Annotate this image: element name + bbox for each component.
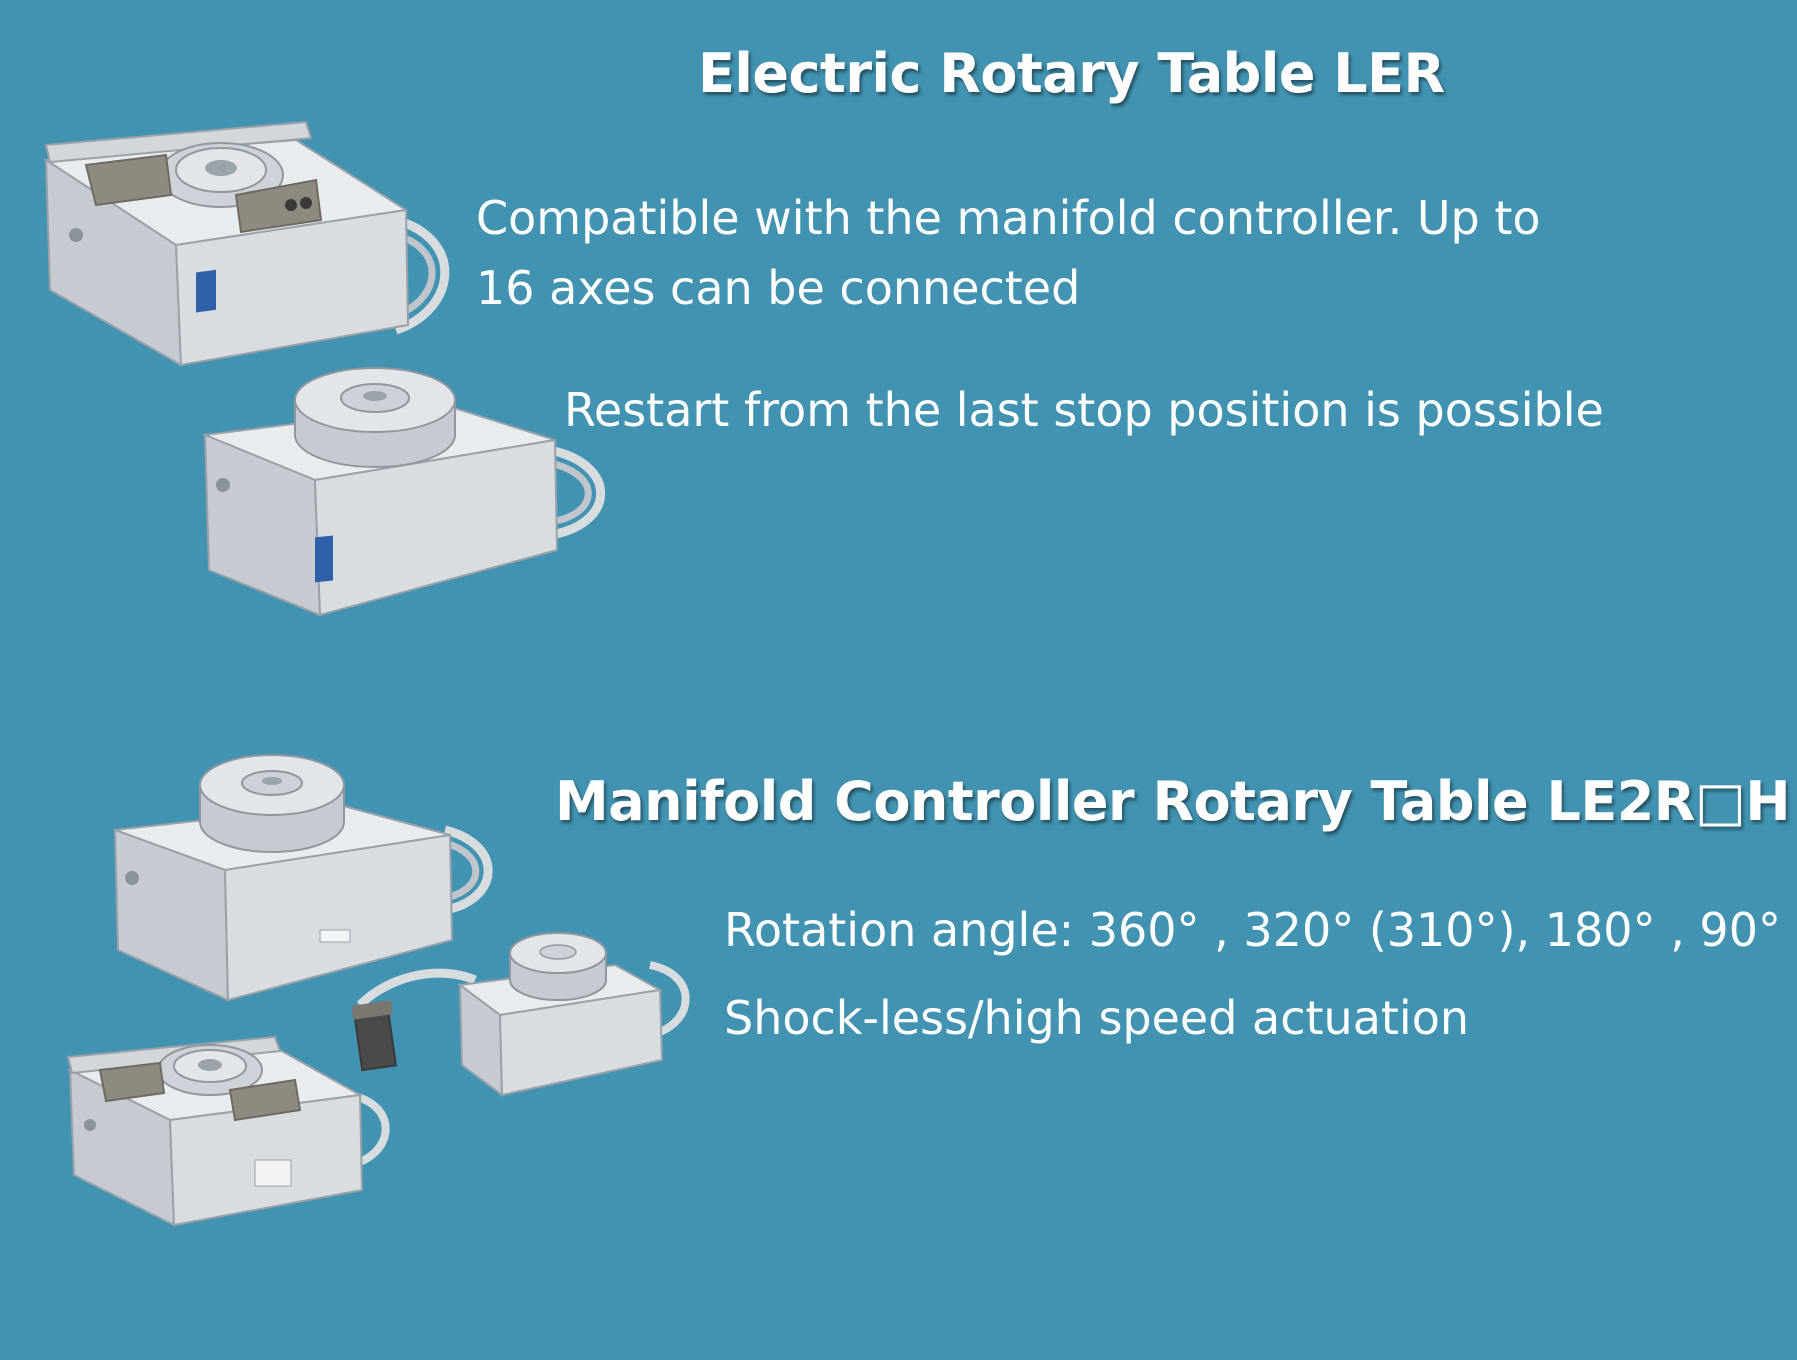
product-image-rotary-bottom <box>113 754 493 1002</box>
section-title-ler: Electric Rotary Table LER <box>698 42 1445 105</box>
feature-line-restart: Restart from the last stop position is p… <box>564 383 1604 437</box>
feature-line-axes: 16 axes can be connected <box>476 261 1081 315</box>
feature-line-rotation-angle: Rotation angle: 360° , 320° (310°), 180°… <box>724 903 1781 957</box>
feature-line-shockless: Shock-less/high speed actuation <box>724 991 1470 1045</box>
product-image-gripper-bottom <box>66 1035 390 1227</box>
product-image-small-rotary <box>351 932 690 1098</box>
feature-line-manifold-compat: Compatible with the manifold controller.… <box>476 191 1541 245</box>
section-title-le2r: Manifold Controller Rotary Table LE2R□H <box>555 770 1791 833</box>
product-image-rotary-top <box>201 367 606 617</box>
product-image-gripper-top <box>43 120 450 367</box>
